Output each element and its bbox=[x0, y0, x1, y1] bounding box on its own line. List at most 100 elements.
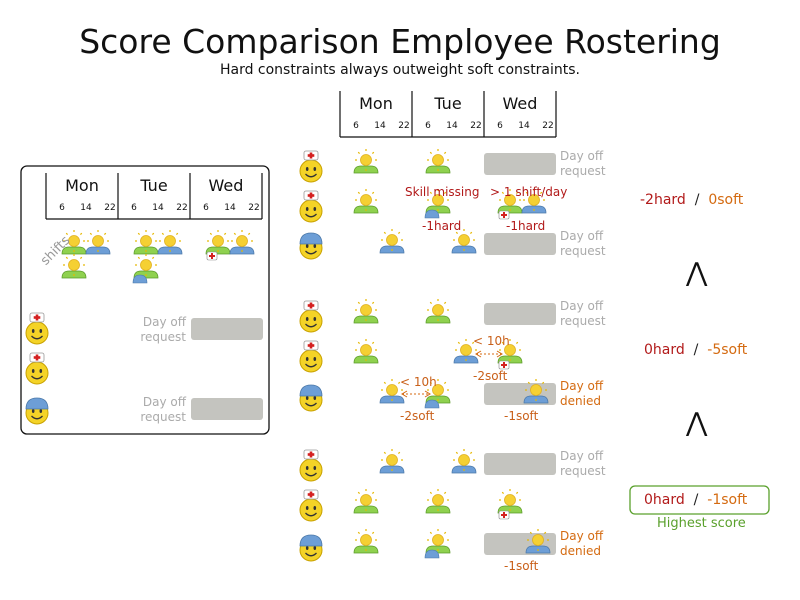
sunny-shift-icon bbox=[497, 188, 523, 220]
top-hour-tick: 22 bbox=[470, 121, 482, 131]
sunny-shift-icon bbox=[424, 528, 451, 559]
sunny-shift-icon bbox=[379, 228, 405, 254]
page-title: Score Comparison Employee Rostering bbox=[79, 22, 721, 61]
score-3: 0hard / -1soft bbox=[644, 492, 748, 508]
day-off-box bbox=[484, 303, 556, 325]
penalty-soft-4: -1soft bbox=[504, 559, 539, 573]
gap-label-2: < 10h bbox=[400, 375, 437, 389]
sunny-shift-icon bbox=[497, 338, 523, 370]
top-hour-tick: 6 bbox=[353, 121, 359, 131]
sunny-shift-icon bbox=[229, 229, 255, 255]
greater-than-symbol-2: ⋀ bbox=[686, 408, 708, 438]
sunny-shift-icon bbox=[451, 448, 477, 474]
gap-arrow-head-right bbox=[424, 390, 431, 398]
nurse-face-icon bbox=[299, 489, 323, 522]
top-hour-tick: 14 bbox=[446, 121, 458, 131]
penalty-hard-2: -1hard bbox=[506, 219, 546, 233]
sunny-shift-icon bbox=[521, 188, 547, 214]
sunny-shift-icon bbox=[379, 378, 405, 404]
sunny-shift-icon bbox=[424, 188, 451, 219]
sunny-shift-icon bbox=[453, 338, 479, 364]
skill-missing-label: Skill missing bbox=[405, 185, 480, 199]
multi-shift-label: > 1 shift/day bbox=[490, 185, 568, 199]
top-hour-tick: 6 bbox=[425, 121, 431, 131]
engineer-face-icon bbox=[299, 232, 323, 260]
nurse-face-icon bbox=[299, 190, 323, 223]
sunny-shift-icon bbox=[61, 229, 87, 255]
penalty-soft-3: -1soft bbox=[504, 409, 539, 423]
timeline-grid bbox=[45, 91, 557, 220]
medical-badge-icon bbox=[498, 510, 510, 520]
top-hour-tick: 6 bbox=[497, 121, 503, 131]
page-subtitle: Hard constraints always outweight soft c… bbox=[219, 62, 581, 78]
sunny-shift-icon bbox=[353, 148, 379, 174]
day-header-tue: Tue bbox=[434, 94, 462, 113]
panel-hour-tick: 6 bbox=[131, 203, 137, 213]
medical-badge-icon bbox=[206, 251, 218, 261]
highest-score-frame bbox=[629, 485, 770, 515]
nurse-face-icon bbox=[299, 340, 323, 373]
medical-badge-icon bbox=[498, 210, 510, 220]
sunny-shift-icon bbox=[157, 229, 183, 255]
panel-hour-tick: 14 bbox=[152, 203, 164, 213]
nurse-face-icon bbox=[299, 300, 323, 333]
gap-arrows bbox=[401, 350, 503, 398]
panel-hour-tick: 6 bbox=[203, 203, 209, 213]
score-1: -2hard / 0soft bbox=[640, 192, 744, 208]
day-off-box bbox=[484, 153, 556, 175]
sunny-shift-icon bbox=[425, 148, 451, 174]
gap-arrow-head-left bbox=[401, 390, 408, 398]
top-hour-tick: 22 bbox=[542, 121, 554, 131]
gap-arrow-head-left bbox=[475, 350, 482, 358]
sunny-shift-icon bbox=[353, 188, 379, 214]
sunny-shift-icon bbox=[133, 229, 159, 255]
sunny-shift-icon bbox=[523, 378, 549, 404]
panel-hour-tick: 14 bbox=[224, 203, 236, 213]
shift-icons bbox=[61, 148, 551, 559]
example-panel-frame bbox=[20, 165, 270, 435]
sunny-shift-icon bbox=[353, 488, 379, 514]
sunny-shift-icon bbox=[424, 378, 451, 409]
day-off-box bbox=[484, 233, 556, 255]
day-off-box bbox=[191, 318, 263, 340]
engineer-face-icon bbox=[299, 534, 323, 562]
panel-hour-tick: 6 bbox=[59, 203, 65, 213]
panel-hour-tick: 22 bbox=[104, 203, 116, 213]
gap-arrow-head-right bbox=[496, 350, 503, 358]
sunny-shift-icon bbox=[497, 488, 523, 520]
sunny-shift-icon bbox=[425, 298, 451, 324]
greater-than-symbol-1: ⋀ bbox=[686, 258, 708, 288]
engineer-face-icon bbox=[299, 384, 323, 412]
sunny-shift-icon bbox=[353, 338, 379, 364]
sunny-shift-icon bbox=[425, 488, 451, 514]
top-hour-tick: 22 bbox=[398, 121, 410, 131]
highest-score-label: Highest score bbox=[657, 516, 746, 531]
panel-hour-tick: 14 bbox=[80, 203, 92, 213]
day-off-box bbox=[191, 398, 263, 420]
score-2: 0hard / -5soft bbox=[644, 342, 748, 358]
sunny-shift-icon bbox=[132, 253, 159, 284]
day-header-mon: Mon bbox=[359, 94, 393, 113]
penalty-soft-2: -2soft bbox=[400, 409, 435, 423]
panel-day-header-mon: Mon bbox=[65, 176, 99, 195]
sunny-shift-icon bbox=[451, 228, 477, 254]
day-off-box bbox=[484, 453, 556, 475]
sunny-shift-icon bbox=[61, 253, 87, 279]
panel-hour-tick: 22 bbox=[248, 203, 260, 213]
medical-badge-icon bbox=[498, 360, 510, 370]
sunny-shift-icon bbox=[85, 229, 111, 255]
panel-day-header-wed: Wed bbox=[208, 176, 244, 195]
gap-label-1: < 10h bbox=[473, 334, 510, 348]
top-hour-tick: 14 bbox=[518, 121, 530, 131]
sunny-shift-icon bbox=[205, 229, 231, 261]
sunny-shift-icon bbox=[353, 298, 379, 324]
day-header-wed: Wed bbox=[502, 94, 538, 113]
